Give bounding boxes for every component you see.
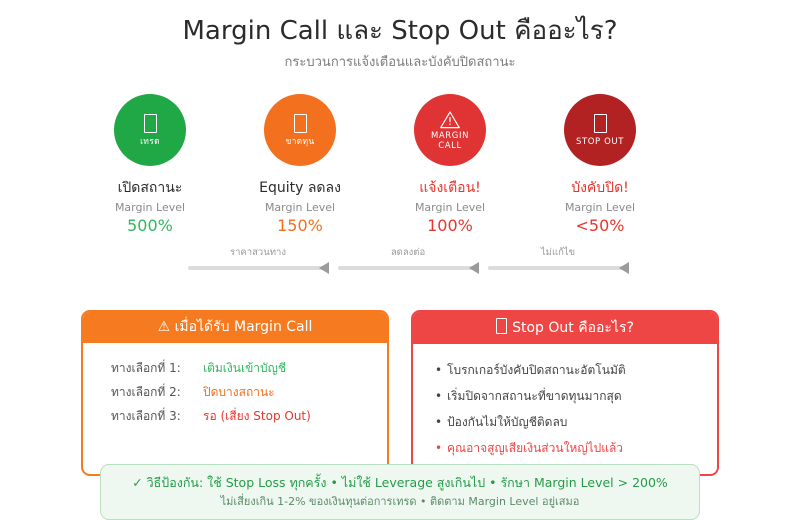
flow-node-circle-caption: MARGIN CALL [430,130,470,151]
option-row: ทางเลือกที่ 3: รอ (เสี่ยง Stop Out) [83,404,387,428]
margin-flow-diagram: ราคาสวนทาง ลดลงต่อ ไม่แก้ไข เทรด เปิดสถา… [0,94,800,274]
panel-margin-call-body: ทางเลือกที่ 1: เติมเงินเข้าบัญชี ทางเลือ… [83,343,387,441]
warning-triangle-icon [440,110,460,128]
panel-stop-out: Stop Out คืออะไร? โบรกเกอร์บังคับปิดสถาน… [411,310,719,476]
flow-node-sublabel: Margin Level [114,201,186,214]
flow-node-value: 150% [277,216,323,235]
bullet-item: ป้องกันไม่ให้บัญชีติดลบ [413,409,717,435]
option-value: เติมเงินเข้าบัญชี [203,361,286,375]
flow-arrow-label: ไม่แก้ไข [540,247,576,258]
chart-down-tofu-icon [293,113,307,133]
flow-node-circle: เทรด [114,94,186,166]
missing-glyph-tofu-icon [496,318,508,334]
panel-margin-call-header: ⚠ เมื่อได้รับ Margin Call [83,312,387,343]
flow-arrow-3: ไม่แก้ไข [488,247,629,274]
flow-node-circle-caption: ขาดทุน [285,136,315,147]
arrow-line [188,266,328,270]
arrow-line [488,266,628,270]
flow-node-sublabel: Margin Level [414,201,486,214]
flow-node-title: เปิดสถานะ [117,180,183,196]
flow-node-circle-caption: เทรด [140,136,160,147]
flow-node-sublabel: Margin Level [264,201,336,214]
panel-margin-call-title: เมื่อได้รับ Margin Call [174,319,313,335]
page-header: Margin Call และ Stop Out คืออะไร? กระบวน… [0,0,800,72]
panel-margin-call: ⚠ เมื่อได้รับ Margin Call ทางเลือกที่ 1:… [81,310,389,476]
flow-node-title: Equity ลดลง [259,180,341,196]
flow-node-equity-down[interactable]: ขาดทุน Equity ลดลง Margin Level 150% [225,94,375,236]
stop-tofu-icon [593,113,607,133]
option-row: ทางเลือกที่ 2: ปิดบางสถานะ [83,380,387,404]
arrow-head-icon [319,262,329,274]
bullet-item: โบรกเกอร์บังคับปิดสถานะอัตโนมัติ [413,357,717,383]
prevention-tip-text: วิธีป้องกัน: ใช้ Stop Loss ทุกครั้ง • ไม… [146,475,668,490]
flow-node-circle-caption: STOP OUT [575,136,624,147]
document-tofu-icon [143,113,157,133]
bullet-item: เริ่มปิดจากสถานะที่ขาดทุนมากสุด [413,383,717,409]
prevention-tip-sub: ไม่เสี่ยงเกิน 1-2% ของเงินทุนต่อการเทรด … [220,495,580,508]
info-panels: ⚠ เมื่อได้รับ Margin Call ทางเลือกที่ 1:… [0,310,800,476]
option-row: ทางเลือกที่ 1: เติมเงินเข้าบัญชี [83,356,387,380]
prevention-tip-box: ✓ วิธีป้องกัน: ใช้ Stop Loss ทุกครั้ง • … [100,464,700,520]
bullet-item-warning: คุณอาจสูญเสียเงินส่วนใหญ่ไปแล้ว [413,435,717,461]
option-value: รอ (เสี่ยง Stop Out) [203,409,311,423]
option-label: ทางเลือกที่ 1: [111,361,181,375]
flow-node-value: 500% [127,216,173,235]
flow-node-sublabel: Margin Level [564,201,636,214]
arrow-head-icon [469,262,479,274]
flow-arrow-2: ลดลงต่อ [338,247,479,274]
flow-node-value: <50% [575,216,625,235]
arrow-head-icon [619,262,629,274]
option-value: ปิดบางสถานะ [203,385,275,399]
page-title: Margin Call และ Stop Out คืออะไร? [182,16,618,46]
flow-arrow-label: ลดลงต่อ [390,247,426,258]
flow-arrow-1: ราคาสวนทาง [188,247,329,274]
prevention-tip-main: ✓ วิธีป้องกัน: ใช้ Stop Loss ทุกครั้ง • … [111,474,689,491]
flow-node-open-position[interactable]: เทรด เปิดสถานะ Margin Level 500% [75,94,225,236]
warning-triangle-icon: ⚠ [157,319,171,335]
flow-node-title: แจ้งเตือน! [419,180,481,196]
flow-node-circle: MARGIN CALL [414,94,486,166]
panel-stop-out-header: Stop Out คืออะไร? [413,312,717,344]
flow-arrow-label: ราคาสวนทาง [230,247,286,258]
flow-node-circle: STOP OUT [564,94,636,166]
option-label: ทางเลือกที่ 2: [111,385,181,399]
flow-node-value: 100% [427,216,473,235]
flow-node-stop-out[interactable]: STOP OUT บังคับปิด! Margin Level <50% [525,94,675,236]
arrow-line [338,266,478,270]
panel-stop-out-title: Stop Out คืออะไร? [512,320,634,336]
flow-node-margin-call[interactable]: MARGIN CALL แจ้งเตือน! Margin Level 100% [375,94,525,236]
panel-stop-out-body: โบรกเกอร์บังคับปิดสถานะอัตโนมัติ เริ่มปิ… [413,344,717,474]
option-label: ทางเลือกที่ 3: [111,409,181,423]
check-icon: ✓ [132,475,143,490]
page-subtitle: กระบวนการแจ้งเตือนและบังคับปิดสถานะ [284,55,516,70]
flow-node-title: บังคับปิด! [571,180,629,196]
flow-node-circle: ขาดทุน [264,94,336,166]
